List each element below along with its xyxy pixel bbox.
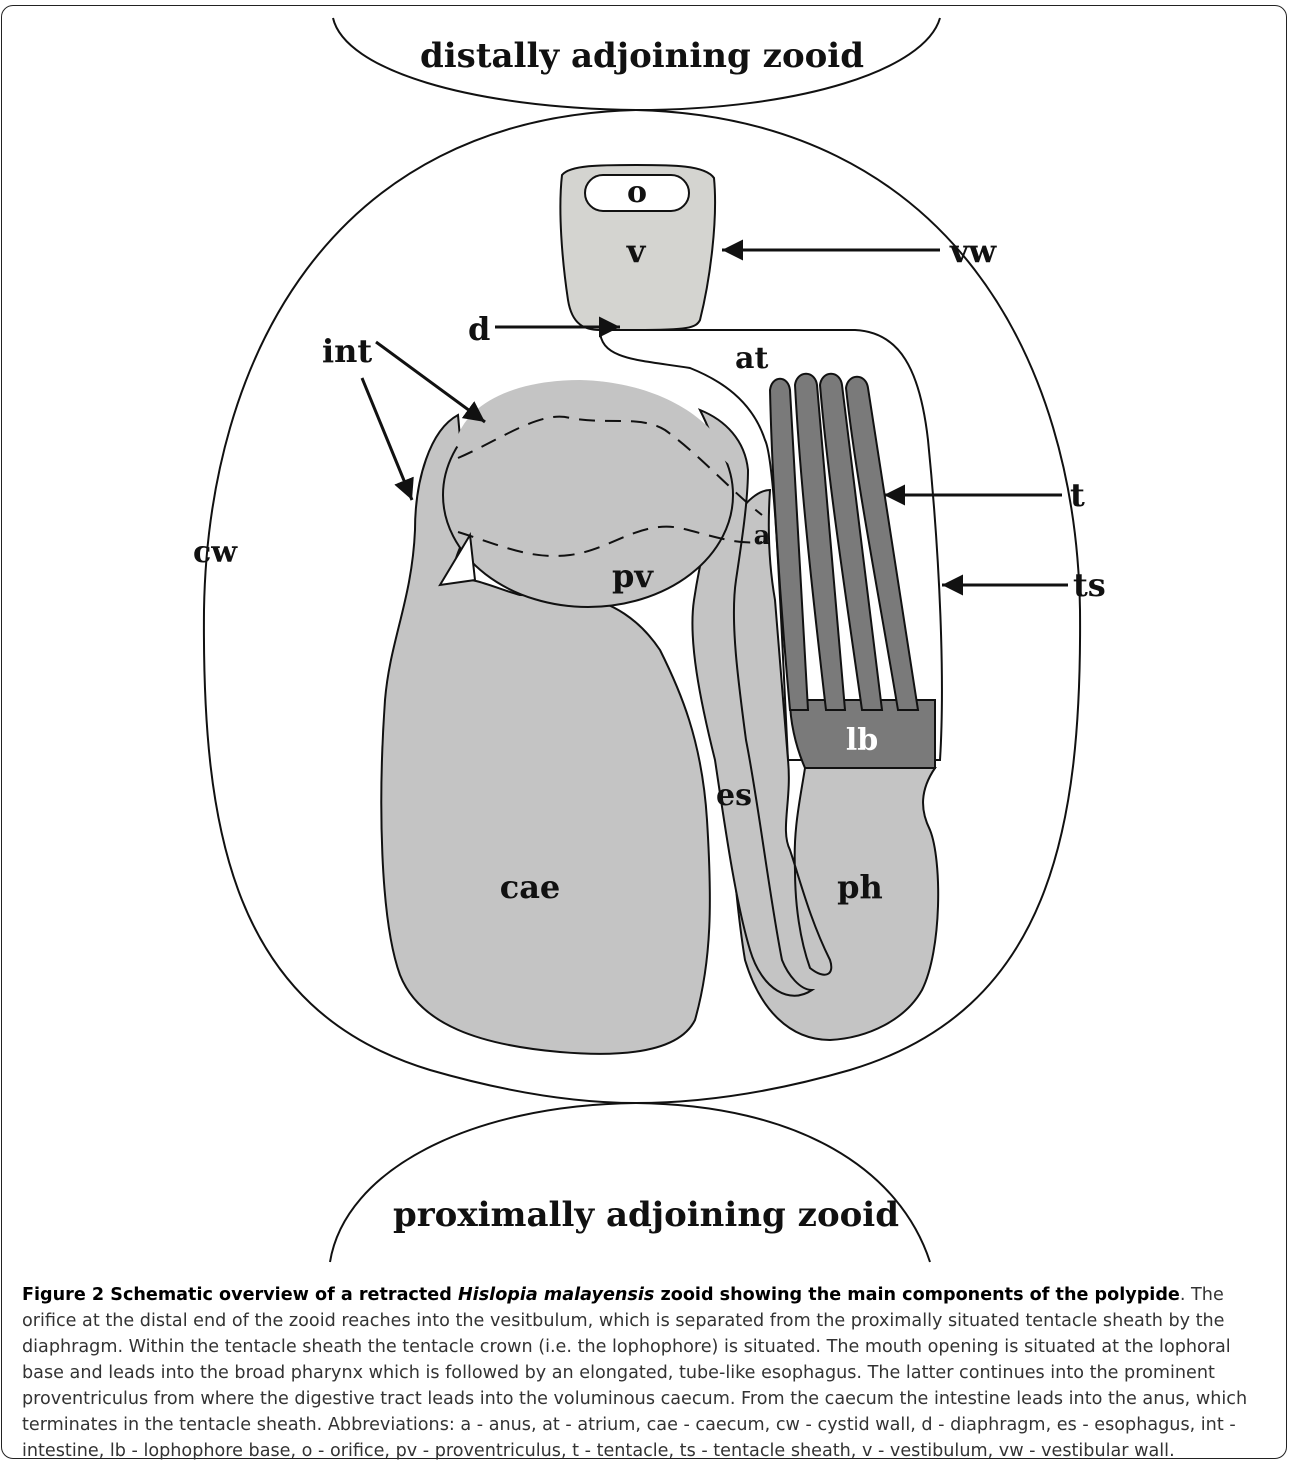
proximal-zooid-label: proximally adjoining zooid [393, 1195, 899, 1235]
caption-lead-1: Figure 2 Schematic overview of a retract… [22, 1285, 458, 1305]
label-o: o [627, 175, 647, 210]
caption-body: . The orifice at the distal end of the z… [22, 1285, 1247, 1461]
caption-species: Hislopia malayensis [458, 1285, 654, 1305]
label-v: v [626, 232, 647, 270]
distal-zooid-label: distally adjoining zooid [420, 36, 864, 76]
label-pv: pv [612, 557, 654, 595]
label-at: at [735, 341, 768, 376]
label-d: d [468, 310, 490, 348]
label-a: a [754, 521, 771, 551]
figure-caption: Figure 2 Schematic overview of a retract… [22, 1282, 1272, 1464]
label-cae: cae [500, 868, 561, 906]
label-vw: vw [949, 232, 998, 270]
caption-lead-2: zooid showing the main components of the… [654, 1285, 1180, 1305]
arrow-int-2 [362, 378, 412, 500]
proximal-zooid-outline [330, 1103, 930, 1262]
label-int: int [322, 332, 372, 370]
zooid-diagram: distally adjoining zooid proximally adjo… [0, 0, 1290, 1280]
label-ts: ts [1073, 566, 1106, 604]
label-lb: lb [846, 723, 878, 758]
label-es: es [716, 778, 752, 813]
label-ph: ph [837, 868, 883, 906]
arrow-int-1 [376, 342, 485, 422]
label-cw: cw [193, 535, 238, 570]
label-t: t [1070, 476, 1085, 514]
